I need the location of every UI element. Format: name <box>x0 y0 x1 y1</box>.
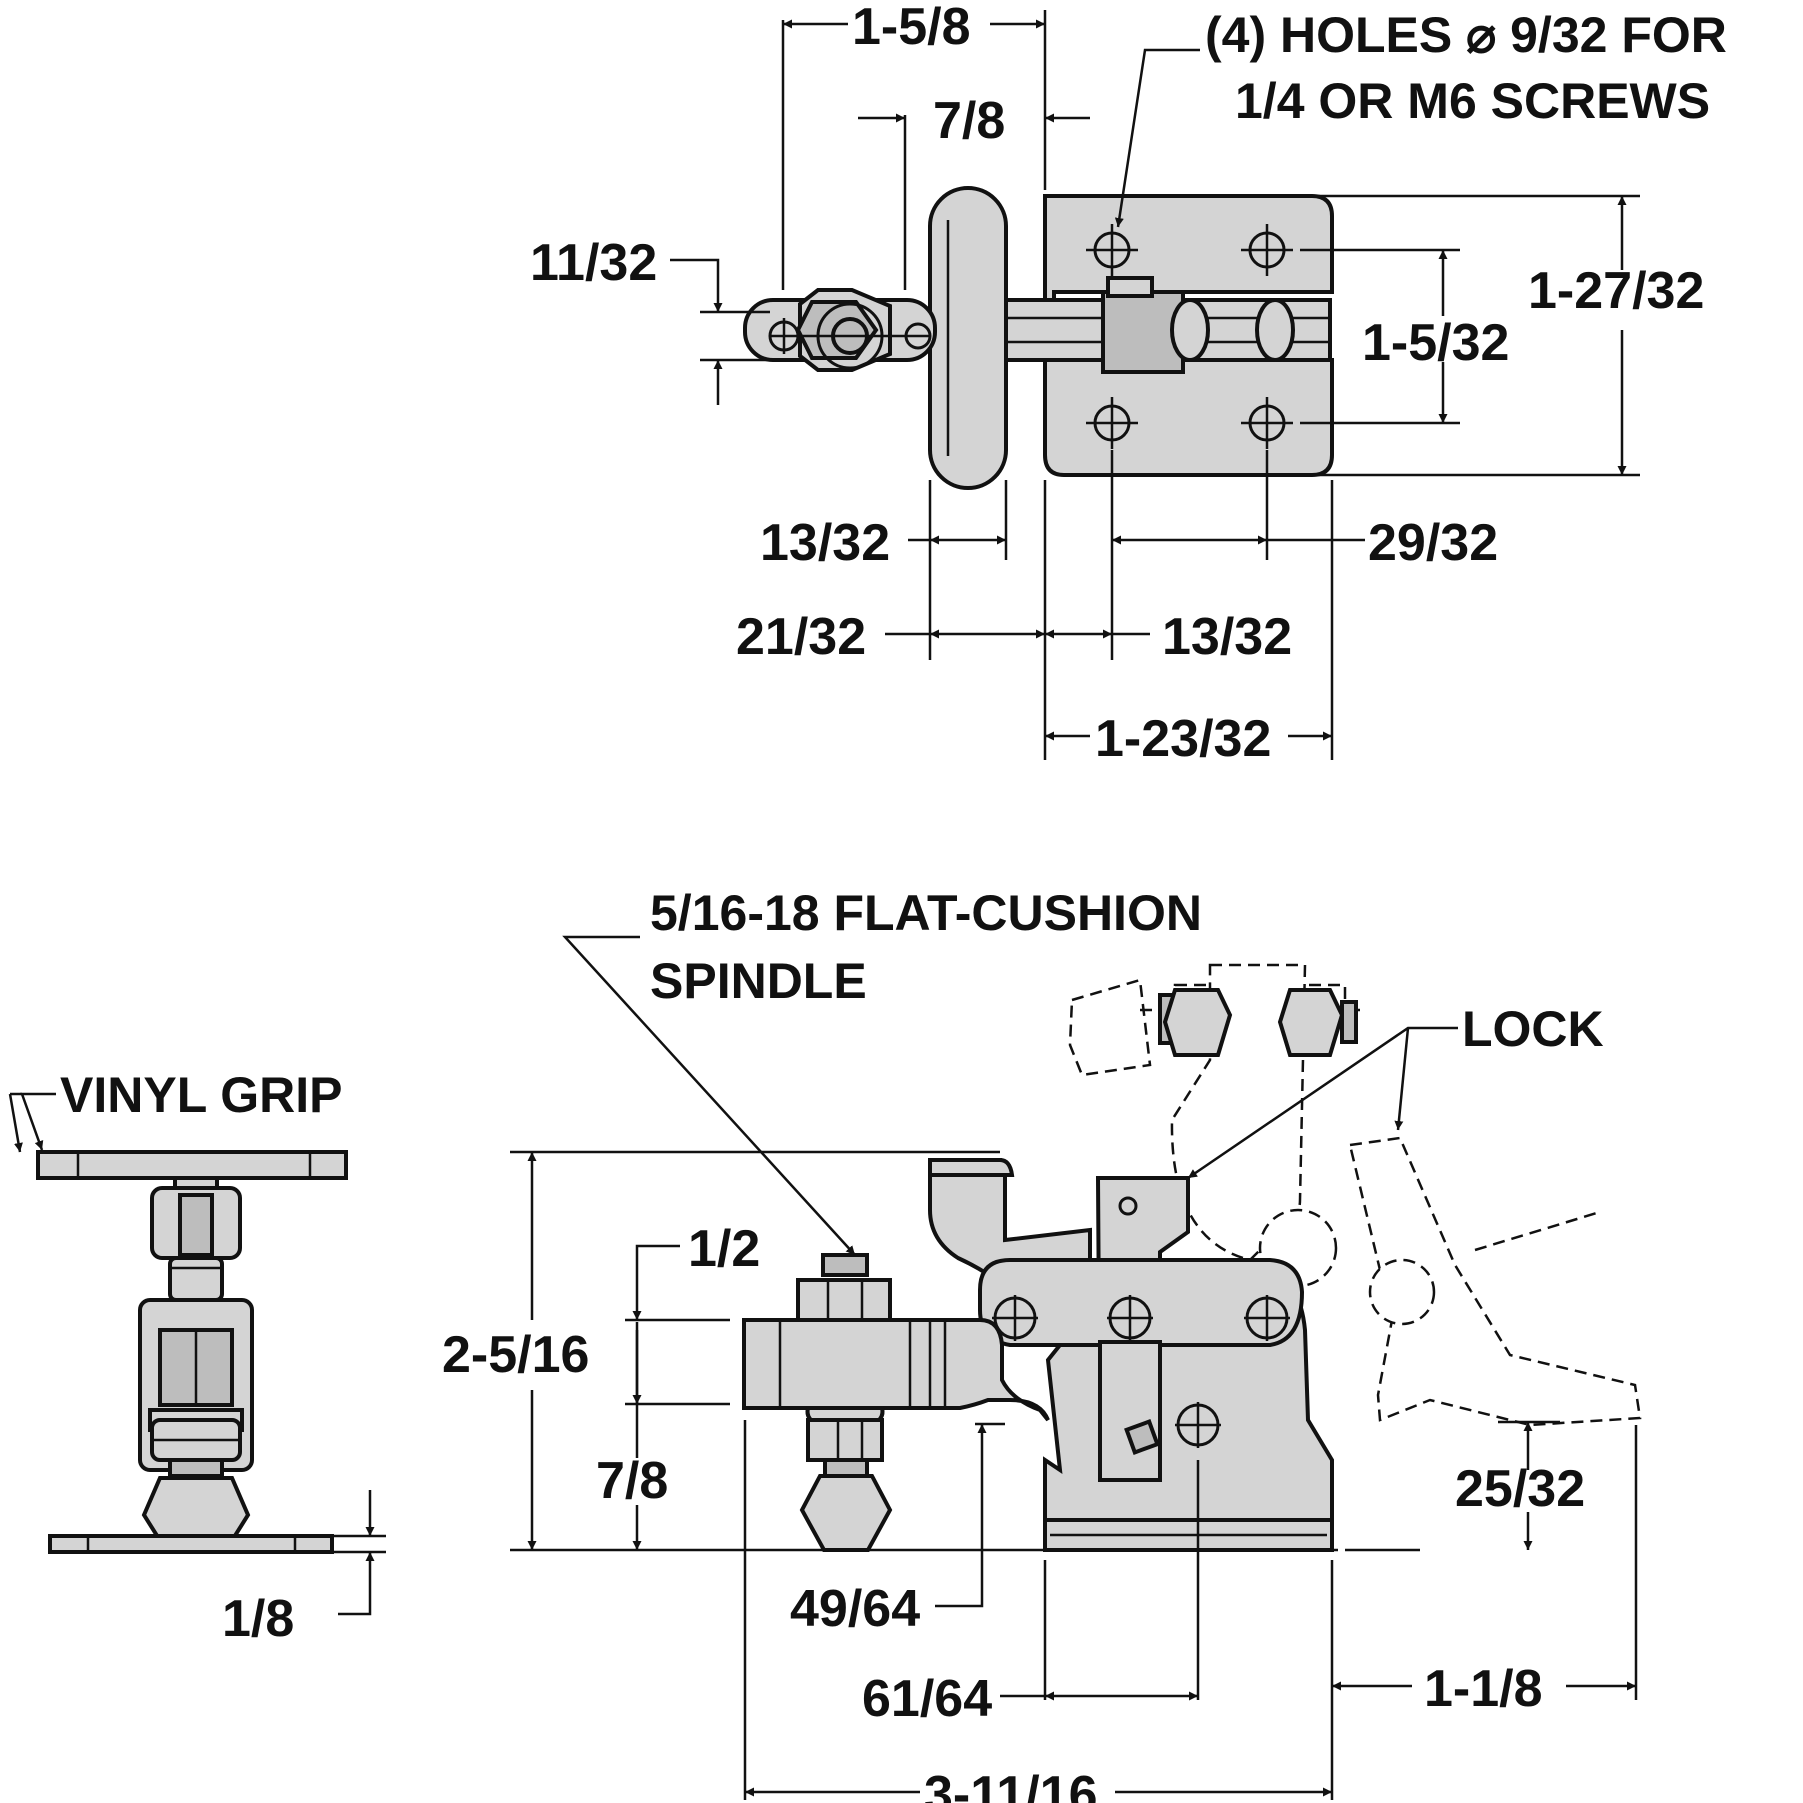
lock-label: LOCK <box>1462 1001 1604 1057</box>
pivot-pin <box>1107 1295 1153 1341</box>
mounting-hole <box>1241 397 1293 449</box>
dim-25-32: 25/32 <box>1455 1460 1585 1518</box>
vinyl-grip-label: VINYL GRIP <box>60 1067 342 1123</box>
end-view: 1/8 VINYL GRIP <box>8 1067 386 1648</box>
spindle-note-line2: SPINDLE <box>650 953 867 1009</box>
dim-2-5-16: 2-5/16 <box>442 1326 589 1384</box>
dim-1-1-8: 1-1/8 <box>1424 1660 1543 1718</box>
vinyl-grip-plate <box>36 1150 348 1180</box>
dim-29-32: 29/32 <box>1368 514 1498 572</box>
spindle-hex <box>1158 988 1358 1057</box>
dimension-lines <box>527 935 1636 1797</box>
dim-21-32: 21/32 <box>736 608 866 666</box>
dim-1-5-32: 1-5/32 <box>1362 314 1509 372</box>
side-view: 1/2 2-5/16 7/8 49/64 61/64 3-11/16 1-1/8… <box>442 885 1642 1803</box>
mounting-hole <box>1086 224 1138 276</box>
mounting-hole <box>1241 224 1293 276</box>
spindle-cone <box>799 1474 893 1552</box>
holes-note-line2: 1/4 OR M6 SCREWS <box>1235 73 1710 129</box>
dim-7-8-side: 7/8 <box>596 1452 668 1510</box>
holes-note-line1: (4) HOLES ⌀ 9/32 FOR <box>1205 7 1727 63</box>
pivot-pin <box>1244 1295 1290 1341</box>
dim-1-8: 1/8 <box>222 1590 294 1648</box>
dim-49-64: 49/64 <box>790 1580 920 1638</box>
dim-61-64: 61/64 <box>862 1670 992 1728</box>
pivot-pin <box>992 1295 1038 1341</box>
dim-13-32-left: 13/32 <box>760 514 890 572</box>
dim-7-8-top: 7/8 <box>933 92 1005 150</box>
dim-11-32: 11/32 <box>530 234 657 292</box>
pivot-pin <box>1175 1402 1221 1448</box>
handle-grip <box>928 186 1008 490</box>
dim-1-5-8-top: 1-5/8 <box>852 0 971 56</box>
dim-1-23-32: 1-23/32 <box>1095 710 1271 768</box>
dim-1-2: 1/2 <box>688 1220 760 1278</box>
top-view: 1-5/8 7/8 11/32 1-27/32 1-5/32 13/32 29/… <box>530 0 1727 768</box>
dim-13-32-right: 13/32 <box>1162 608 1292 666</box>
dim-3-11-16: 3-11/16 <box>924 1766 1098 1803</box>
dimension-lines <box>670 19 1627 741</box>
clamp-arm <box>998 276 1332 374</box>
spindle-hex <box>743 288 937 372</box>
spindle-note-line1: 5/16-18 FLAT-CUSHION <box>650 885 1202 941</box>
spindle-hex <box>742 1253 1050 1552</box>
dim-1-27-32: 1-27/32 <box>1528 262 1704 320</box>
extension-lines <box>700 10 1640 760</box>
mounting-hole <box>1086 397 1138 449</box>
